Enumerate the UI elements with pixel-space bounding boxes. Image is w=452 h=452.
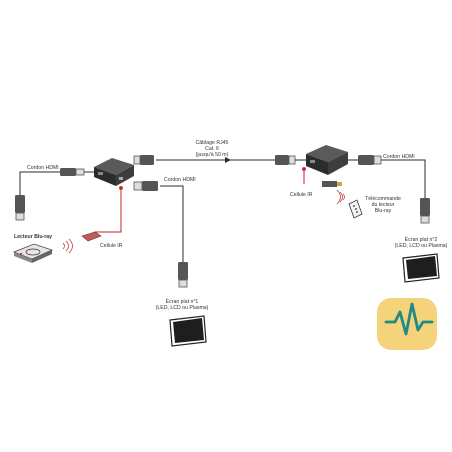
hdmi-plug-icon	[420, 198, 430, 224]
signal-wave-logo	[377, 298, 437, 350]
ir-signal-waves	[336, 189, 345, 205]
label-cordon-hdmi-right: Cordon HDMI	[383, 154, 415, 160]
label-du-lecteur: du lecteur	[371, 202, 395, 208]
flat-screen-icon	[169, 315, 207, 347]
label-cablage-rj45: Câblage RJ45	[195, 140, 229, 146]
label-lecteur-blu-ray: Lecteur Blu-ray	[13, 234, 53, 240]
cable-transmitter-to-screen1	[134, 185, 184, 262]
label-blu-ray-remote: Blu-ray	[374, 208, 392, 214]
label-cellule-ir-right: Cellule IR	[290, 192, 313, 198]
hdmi-extender-receiver	[306, 145, 348, 187]
hdmi-plug-icon	[15, 195, 25, 221]
remote-control-icon	[348, 199, 363, 219]
ir-cell-left	[81, 231, 102, 242]
label-cablage-cat: Cat. 6	[205, 146, 219, 152]
rj45-plug-icon	[275, 155, 296, 165]
label-ecran-1: Écran plat n°1	[165, 299, 199, 305]
ir-cable-right	[302, 167, 306, 184]
ir-signal-waves	[62, 238, 73, 254]
hdmi-plug-icon	[178, 262, 188, 288]
blu-ray-player-icon	[12, 243, 54, 263]
label-cordon-hdmi-mid: Cordon HDMI	[164, 177, 196, 183]
hdmi-plug-icon	[133, 181, 158, 191]
hdmi-plug-icon	[60, 168, 85, 176]
label-cordon-hdmi-left: Cordon HDMI	[27, 165, 59, 171]
label-ecran-1-types: (LED, LCD ou Plasma)	[155, 305, 209, 311]
cable-receiver-to-screen2	[348, 159, 426, 198]
ir-cable-left	[94, 186, 123, 238]
rj45-plug-icon	[133, 155, 154, 165]
label-telecommande: Télécommande	[365, 196, 401, 202]
label-cellule-ir-left: Cellule IR	[100, 243, 123, 249]
label-cablage-distance: (jusqu'à 50 m)	[195, 152, 229, 158]
hdmi-plug-icon	[358, 155, 382, 165]
label-ecran-2: Écran plat n°2	[404, 237, 438, 243]
hdmi-extender-transmitter	[94, 158, 134, 186]
flat-screen-icon	[402, 253, 440, 283]
label-ecran-2-types: (LED, LCD ou Plasma)	[394, 243, 448, 249]
cable-player-to-transmitter	[17, 171, 94, 200]
